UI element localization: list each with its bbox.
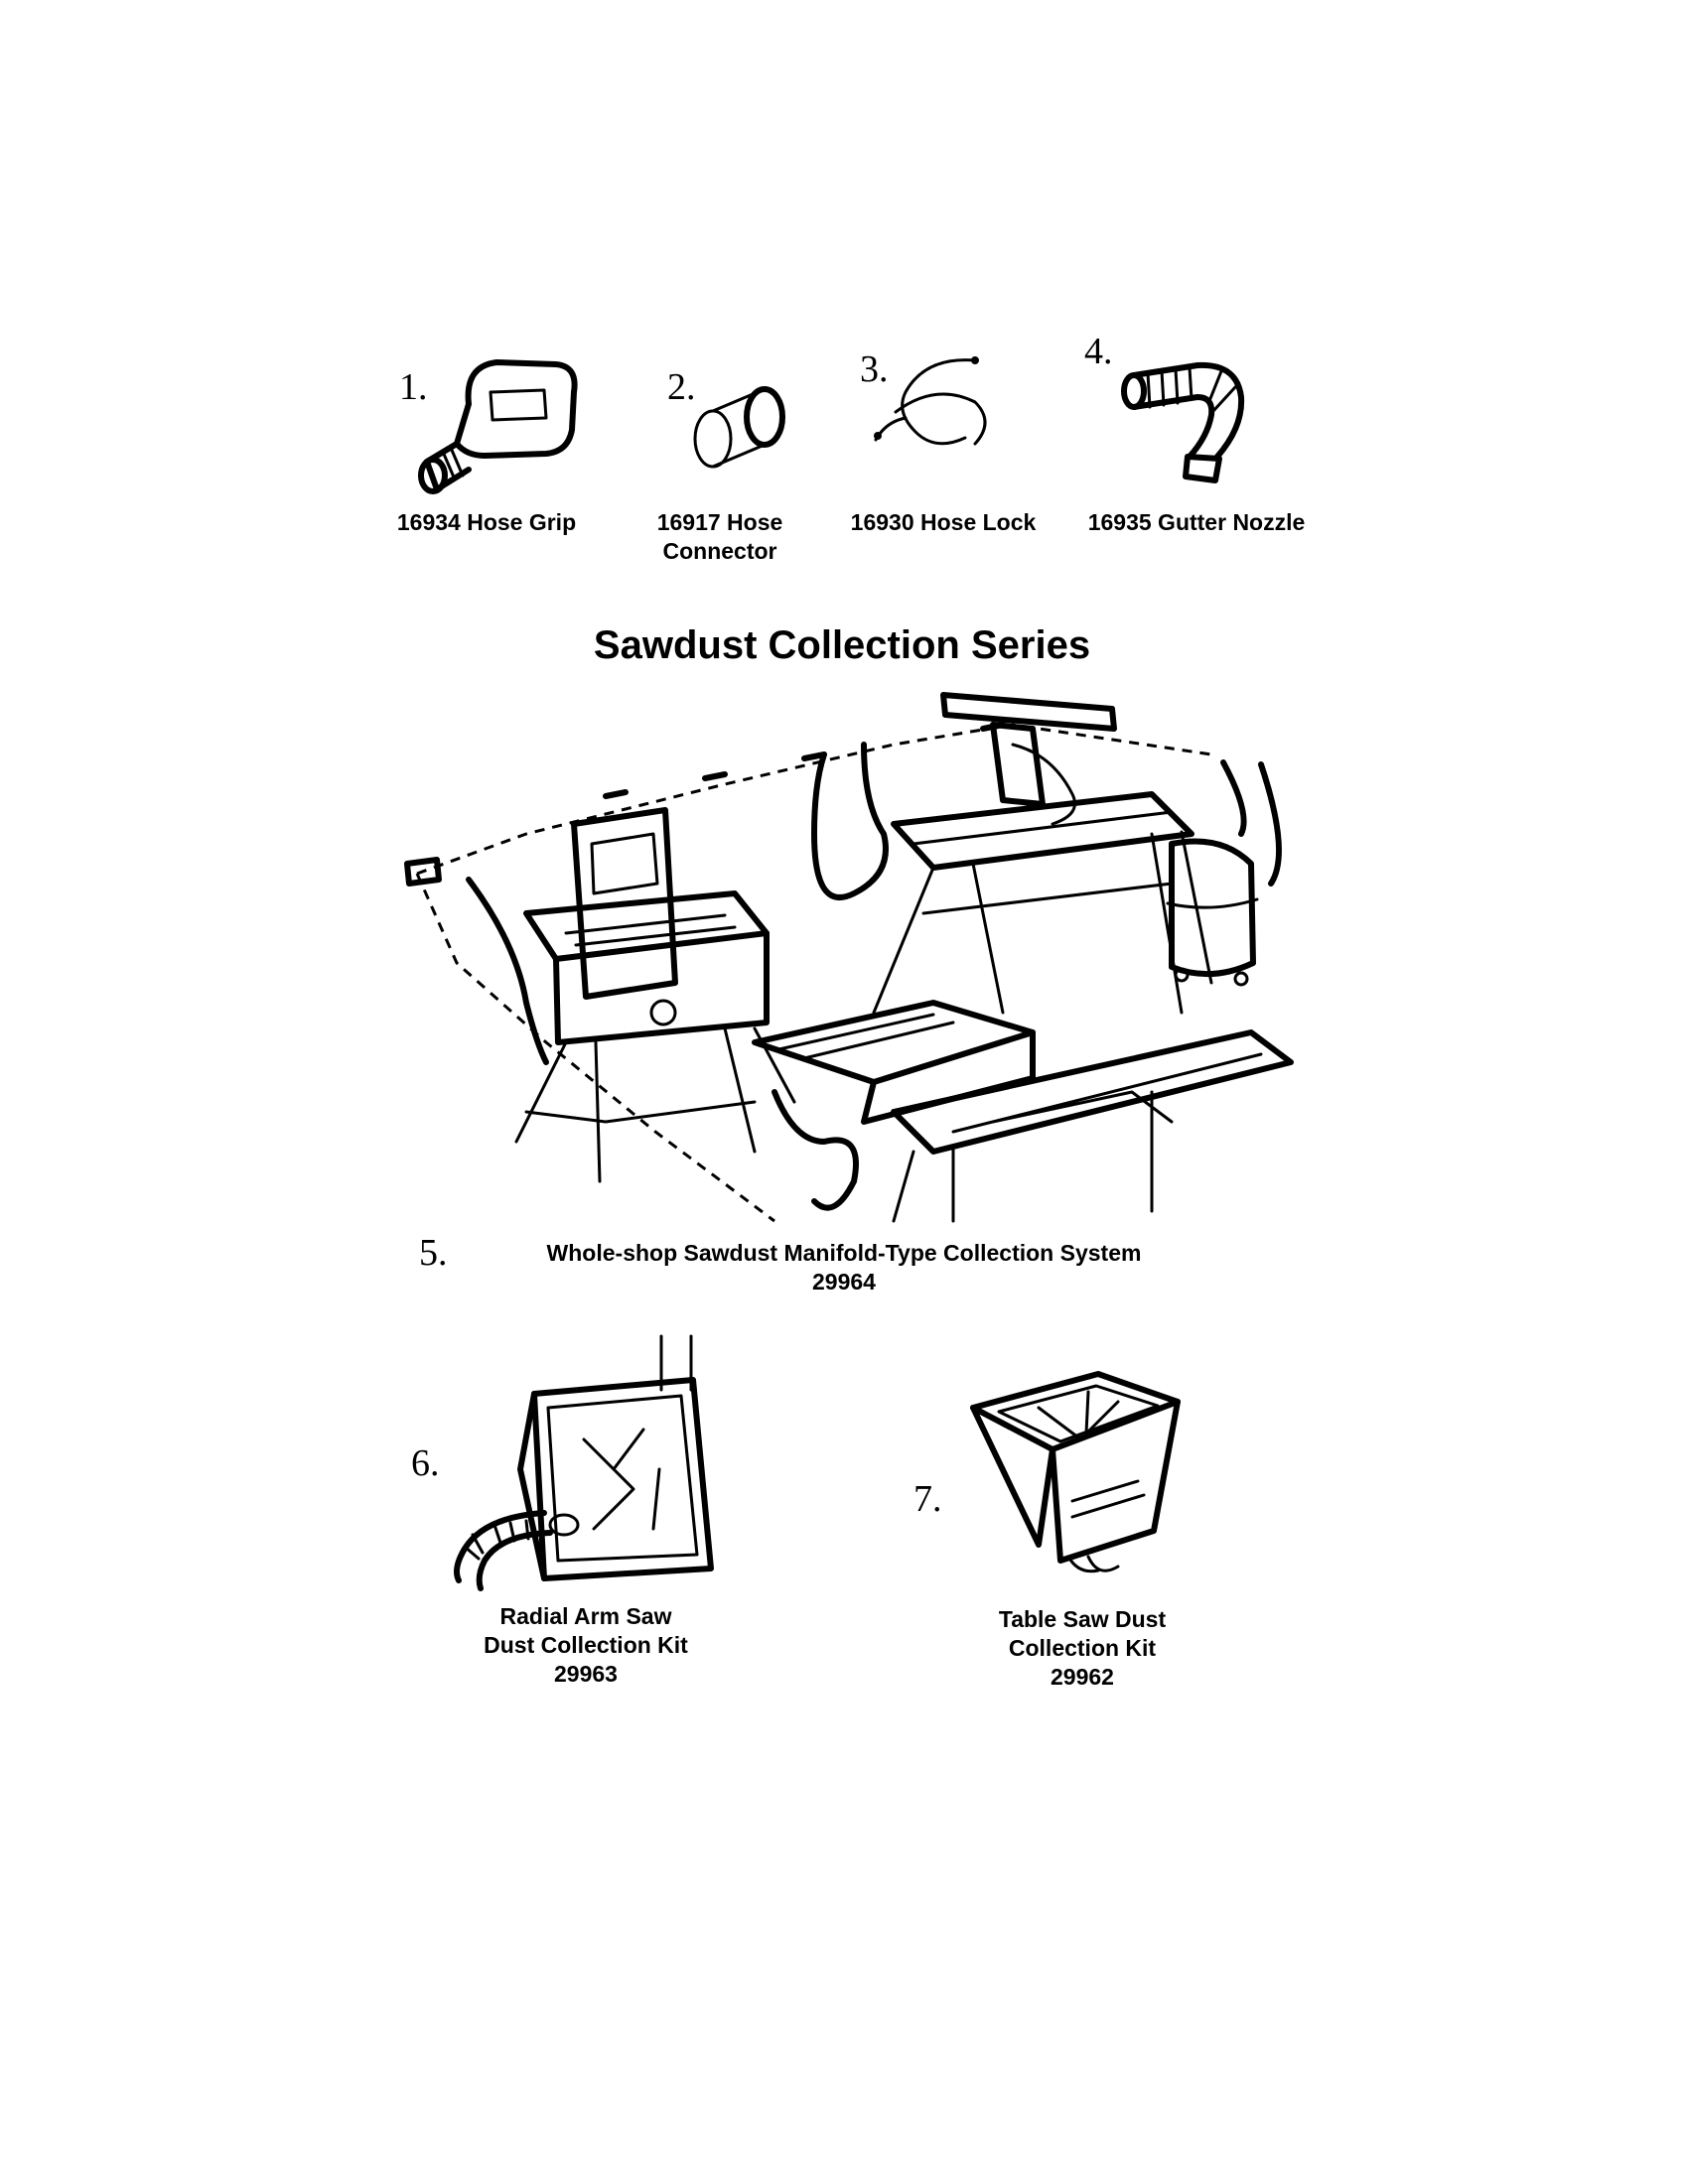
kit-7-number: 7. (913, 1478, 942, 1520)
radial-arm-saw-dust-kit-illustration (454, 1334, 714, 1591)
hose-lock-icon (874, 356, 987, 446)
part-2-number: 2. (667, 366, 696, 408)
part-1-caption-line: 16934 Hose Grip (396, 509, 577, 535)
system-caption-title: Whole-shop Sawdust Manifold-Type Collect… (546, 1240, 1142, 1266)
kit-6-caption-line: Radial Arm Saw (499, 1603, 672, 1629)
part-2-caption: 16917 Hose Connector (621, 508, 819, 566)
system-caption-code: 29964 (812, 1268, 876, 1295)
part-2-caption-line: Connector (662, 537, 777, 564)
part-4-number: 4. (1084, 331, 1113, 372)
hose-connector-icon (693, 386, 785, 469)
manifold-collection-system-illustration (404, 692, 1294, 1223)
kit-6-caption: Radial Arm Saw Dust Collection Kit 29963 (437, 1602, 735, 1688)
kit-6-caption-line: 29963 (554, 1660, 618, 1687)
kit-7-caption-line: 29962 (1051, 1663, 1114, 1690)
table-saw-dust-kit-illustration (970, 1371, 1181, 1573)
system-caption: Whole-shop Sawdust Manifold-Type Collect… (477, 1239, 1211, 1297)
part-1-caption: 16934 Hose Grip (377, 508, 596, 537)
kit-7-caption-line: Collection Kit (1008, 1634, 1157, 1661)
hose-grip-icon (418, 359, 578, 494)
page-title: Sawdust Collection Series (593, 623, 1091, 667)
kit-7-caption-line: Table Saw Dust (998, 1606, 1167, 1632)
part-4-caption: 16935 Gutter Nozzle (1067, 508, 1326, 537)
part-3-caption: 16930 Hose Lock (844, 508, 1043, 537)
kit-7-caption: Table Saw Dust Collection Kit 29962 (943, 1605, 1221, 1691)
part-3-caption-line: 16930 Hose Lock (850, 509, 1037, 535)
gutter-nozzle-icon (1121, 361, 1245, 483)
part-1-number: 1. (399, 366, 428, 408)
part-4-caption-line: 16935 Gutter Nozzle (1087, 509, 1306, 535)
system-number: 5. (419, 1232, 448, 1274)
kit-6-number: 6. (411, 1442, 440, 1484)
part-3-number: 3. (860, 348, 889, 390)
kit-6-caption-line: Dust Collection Kit (484, 1631, 688, 1658)
part-2-caption-line: 16917 Hose (656, 509, 783, 535)
